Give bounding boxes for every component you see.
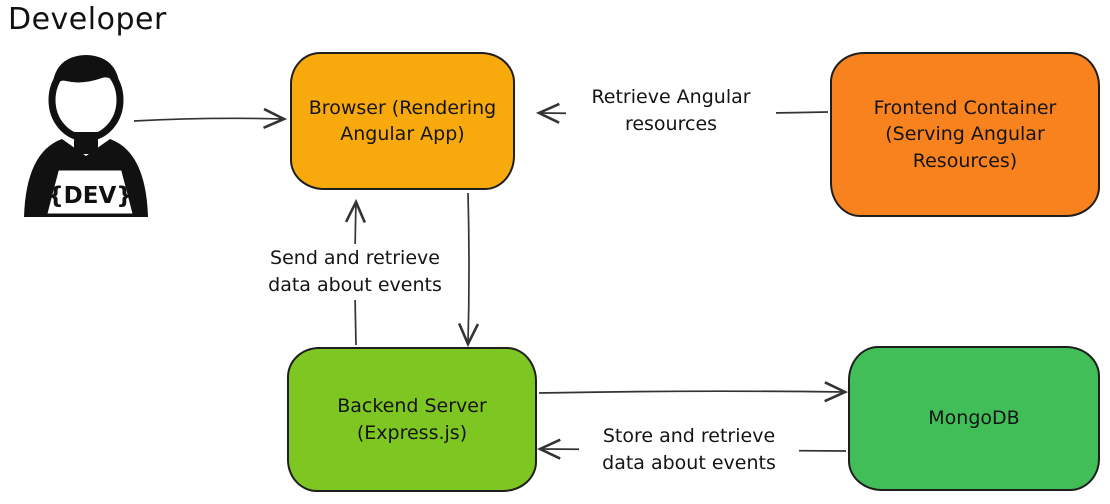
dev-badge: {DEV} (47, 183, 132, 209)
diagram-title: Developer (8, 2, 167, 37)
edge-label-send-retrieve-events: Send and retrieve data about events (245, 244, 465, 300)
developer-hair (51, 55, 121, 98)
node-backend-server: Backend Server (Express.js) (287, 347, 537, 492)
node-browser-label: Browser (Rendering Angular App) (308, 96, 497, 145)
edge-browser-to-backend-down (468, 192, 469, 344)
developer-laptop (39, 163, 141, 217)
node-mongodb-label: MongoDB (928, 407, 1020, 430)
node-frontend-label: Frontend Container (Serving Angular Reso… (873, 97, 1057, 172)
edge-label-retrieve-angular-resources: Retrieve Angular resources (566, 83, 776, 139)
developer-neck (74, 132, 98, 154)
node-backend-label: Backend Server (Express.js) (337, 395, 487, 444)
edge-label-store-retrieve-events: Store and retrieve data about events (579, 422, 799, 478)
developer-icon: {DEV} (24, 55, 148, 217)
edge-backend-to-mongodb (538, 391, 845, 393)
node-frontend-container: Frontend Container (Serving Angular Reso… (830, 52, 1100, 217)
node-browser: Browser (Rendering Angular App) (290, 52, 515, 190)
edge-developer-to-browser (133, 118, 284, 121)
node-mongodb: MongoDB (848, 346, 1100, 491)
